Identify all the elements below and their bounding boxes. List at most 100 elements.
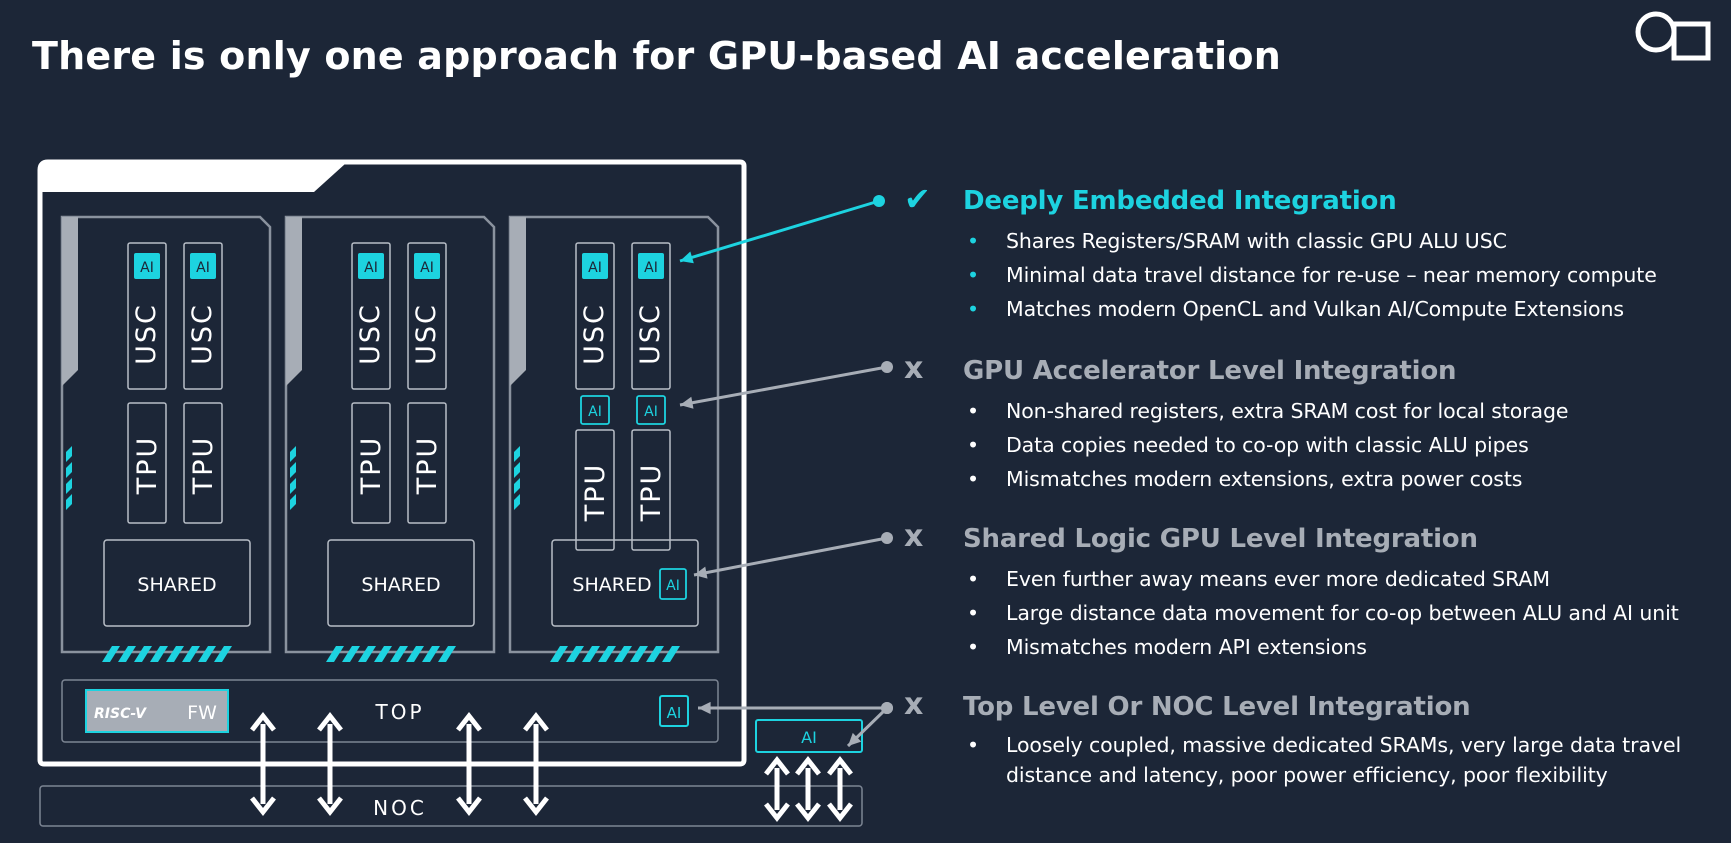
bidirectional-arrow: [827, 755, 853, 823]
check-icon: ✔: [904, 180, 931, 218]
bullet-item: Mismatches modern extensions, extra powe…: [940, 462, 1568, 496]
connector-arrowhead: [694, 566, 708, 579]
bottom-dash-mark: [646, 646, 664, 662]
bidirectional-arrow: [456, 711, 482, 817]
connector-line: [679, 365, 888, 407]
arrow-head-down: [764, 802, 790, 823]
tpu-label: TPU: [356, 436, 387, 496]
embedded-ai-box: [358, 253, 384, 279]
bullet-item: Data copies needed to co-op with classic…: [940, 428, 1568, 462]
bottom-dash-mark: [390, 646, 408, 662]
usc-unit: [407, 242, 447, 390]
shared-logic-box: [551, 539, 699, 627]
tpu-label: TPU: [188, 436, 219, 496]
shared-logic-box: [327, 539, 475, 627]
arrow-head-up: [795, 755, 821, 776]
cluster-side-strip: [286, 217, 302, 386]
side-dash-mark: [514, 494, 520, 510]
cluster-side-strip: [62, 217, 78, 386]
bullet-item: Shares Registers/SRAM with classic GPU A…: [940, 224, 1657, 258]
bottom-dash-mark: [550, 646, 568, 662]
approach-bullets: Non-shared registers, extra SRAM cost fo…: [940, 394, 1568, 496]
noc-label: NOC: [373, 796, 427, 820]
bottom-dash-mark: [438, 646, 456, 662]
x-icon: x: [904, 519, 924, 554]
bottom-dash-mark: [182, 646, 200, 662]
bottom-dash-mark: [166, 646, 184, 662]
bottom-dash-mark: [134, 646, 152, 662]
side-dash-mark: [66, 446, 72, 462]
approach-bullets: Even further away means ever more dedica…: [940, 562, 1679, 664]
arrow-head-up: [523, 711, 549, 732]
bullet-item: Minimal data travel distance for re-use …: [940, 258, 1657, 292]
connector-line: [693, 536, 888, 577]
callout-connector: [679, 361, 893, 409]
bottom-dash-mark: [198, 646, 216, 662]
connector-dot: [881, 702, 893, 714]
shared-label: SHARED: [572, 574, 651, 596]
top-ai-box: [659, 695, 689, 727]
slide-title: There is only one approach for GPU-based…: [32, 34, 1281, 78]
bidirectional-arrow: [523, 711, 549, 817]
bottom-dash-mark: [582, 646, 600, 662]
noc-bar: [39, 785, 863, 827]
embedded-ai-label: AI: [588, 260, 602, 276]
cluster-side-strip: [510, 217, 526, 386]
arrow-head-up: [827, 755, 853, 776]
connector-dot: [881, 532, 893, 544]
side-dash-mark: [514, 462, 520, 478]
bottom-dash-mark: [662, 646, 680, 662]
tpu-unit: [575, 429, 615, 551]
tpu-unit: [127, 402, 167, 524]
arrow-head-up: [764, 755, 790, 776]
bottom-dash-mark: [326, 646, 344, 662]
x-icon: x: [904, 687, 924, 722]
gpu-accelerator-ai-label: AI: [588, 404, 602, 420]
bidirectional-arrow: [795, 755, 821, 823]
side-dash-mark: [290, 462, 296, 478]
tpu-unit: [407, 402, 447, 524]
riscv-label: RISC-V: [94, 706, 147, 722]
gpu-container: [37, 159, 747, 767]
approach-bullets: Loosely coupled, massive dedicated SRAMs…: [940, 730, 1706, 790]
tpu-label: TPU: [580, 463, 611, 523]
bullet-item: Large distance data movement for co-op b…: [940, 596, 1679, 630]
usc-label: USC: [131, 303, 162, 365]
embedded-ai-label: AI: [420, 260, 434, 276]
connector-arrowhead: [680, 251, 694, 264]
approach-section: x Top Level Or NOC Level IntegrationLoose…: [904, 690, 1706, 790]
approach-section: ✔Deeply Embedded IntegrationShares Regis…: [904, 183, 1657, 326]
fw-label: FW: [187, 702, 217, 724]
callout-connector: [679, 195, 885, 264]
shared-logic-box: [103, 539, 251, 627]
approach-title: GPU Accelerator Level Integration: [963, 356, 1457, 386]
usc-unit: [183, 242, 223, 390]
bullet-item: Non-shared registers, extra SRAM cost fo…: [940, 394, 1568, 428]
bullet-item: Even further away means ever more dedica…: [940, 562, 1679, 596]
noc-ai-box: [755, 719, 863, 753]
bottom-dash-mark: [598, 646, 616, 662]
usc-label: USC: [187, 303, 218, 365]
top-bar: [61, 679, 719, 743]
cluster-frame: [284, 215, 496, 654]
tpu-label: TPU: [636, 463, 667, 523]
embedded-ai-box: [190, 253, 216, 279]
shared-label: SHARED: [361, 574, 440, 596]
cluster-frame: [508, 215, 720, 654]
arrow-head-down: [317, 796, 343, 817]
embedded-ai-label: AI: [364, 260, 378, 276]
side-dash-mark: [66, 494, 72, 510]
arrow-head-down: [827, 802, 853, 823]
embedded-ai-label: AI: [196, 260, 210, 276]
connector-arrowhead: [698, 701, 711, 715]
approach-title: Top Level Or NOC Level Integration: [963, 692, 1471, 722]
noc-ai-label: AI: [801, 728, 817, 747]
side-dash-mark: [290, 494, 296, 510]
top-label: TOP: [374, 700, 424, 724]
